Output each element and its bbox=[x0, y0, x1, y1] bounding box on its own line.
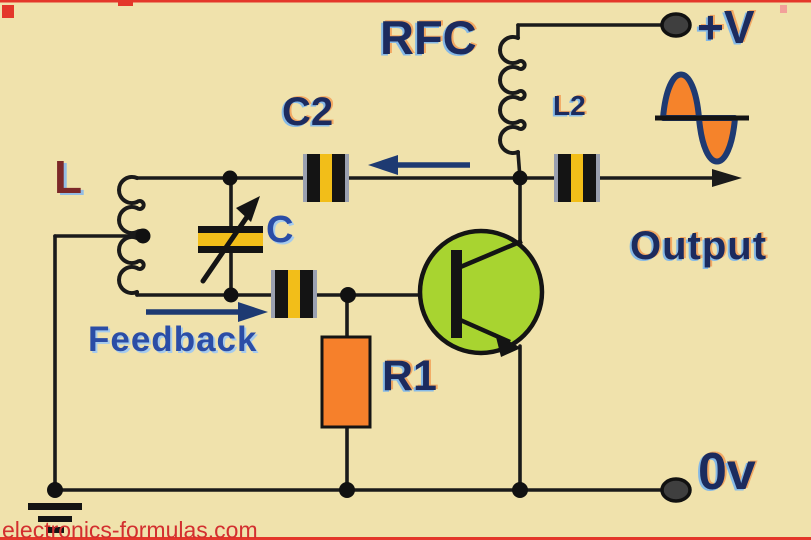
transistor-collector-lead bbox=[457, 238, 523, 271]
transistor-emitter-arrow bbox=[495, 333, 521, 357]
transistor-base-bar bbox=[451, 250, 462, 338]
variable-cap-arrow-shaft bbox=[200, 211, 252, 284]
sine-wave-icon bbox=[655, 71, 749, 165]
arrow-left-head bbox=[368, 155, 398, 175]
wires bbox=[53, 23, 726, 492]
npn-transistor-icon bbox=[417, 228, 545, 357]
output-label: Output bbox=[630, 224, 768, 268]
resistor-r1-icon bbox=[320, 335, 372, 429]
watermark-text: electronics-formulas.com bbox=[2, 517, 258, 540]
zero-volt-label: 0v bbox=[698, 443, 756, 501]
c2-label: C2 bbox=[282, 90, 334, 134]
rfc-label: RFC bbox=[380, 11, 477, 64]
l2-label: L2 bbox=[553, 90, 586, 121]
feedback-label: Feedback bbox=[88, 320, 258, 359]
output-capacitor-icon bbox=[554, 154, 600, 202]
variable-cap-arrowhead bbox=[236, 196, 260, 222]
tuning-cap-label: C bbox=[266, 209, 294, 251]
output-arrow bbox=[712, 169, 742, 187]
zero-volt-terminal-dot bbox=[660, 477, 692, 503]
rfc-choke-coil bbox=[498, 35, 527, 155]
junction-dots bbox=[47, 170, 528, 498]
r1-label: R1 bbox=[382, 352, 437, 400]
arrow-right-head bbox=[238, 302, 268, 322]
transistor-body bbox=[417, 228, 545, 356]
supply-label: +V bbox=[697, 1, 755, 53]
feedback-capacitor-icon bbox=[271, 270, 317, 318]
variable-capacitor-icon bbox=[198, 196, 263, 284]
capacitor-c2-icon bbox=[303, 154, 349, 202]
signal-arrows bbox=[146, 155, 470, 322]
wire-collector bbox=[516, 150, 522, 245]
supply-terminal-dot bbox=[660, 12, 692, 38]
tank-inductor-label: L bbox=[54, 151, 83, 203]
ground-icon bbox=[28, 503, 82, 533]
